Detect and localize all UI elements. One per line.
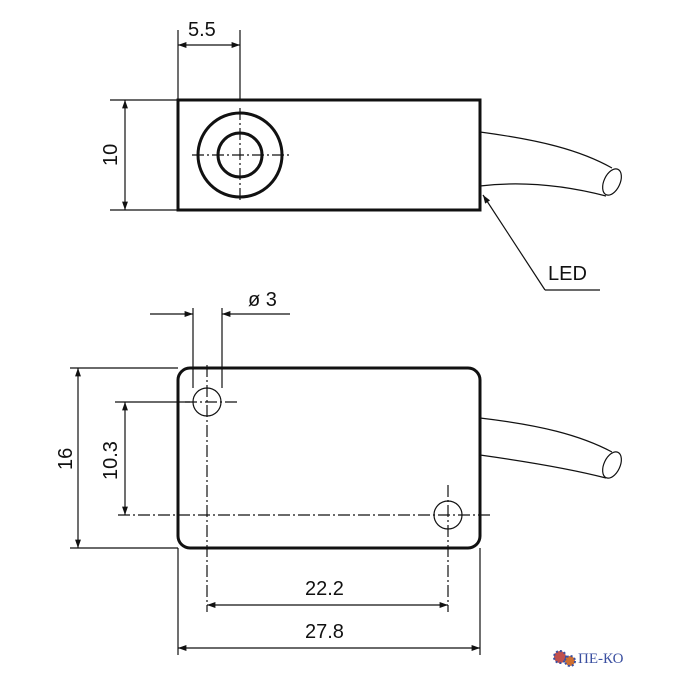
- front-view: ø 3 16 10.3 22.2 27.8: [55, 289, 622, 655]
- dim-body-height: 16: [55, 448, 77, 470]
- dim-hole-diameter: ø 3: [248, 289, 277, 311]
- dim-body-length: 27.8: [305, 621, 344, 643]
- logo-gear-icon: [553, 650, 576, 667]
- led-label: LED: [548, 263, 587, 285]
- sensor-body-front: [176, 366, 482, 550]
- dim-top-height: 10: [100, 144, 122, 166]
- sensor-body-top: [176, 98, 482, 212]
- cable-top: [479, 131, 622, 197]
- top-view: 5.5 10 LED: [100, 19, 622, 291]
- dim-hole-horizontal: 22.2: [305, 578, 344, 600]
- dim-top-offset: 5.5: [188, 19, 216, 41]
- logo-text: ПЕ-КО: [578, 651, 624, 667]
- dim-hole-vertical: 10.3: [100, 441, 122, 480]
- cable-front: [479, 417, 622, 479]
